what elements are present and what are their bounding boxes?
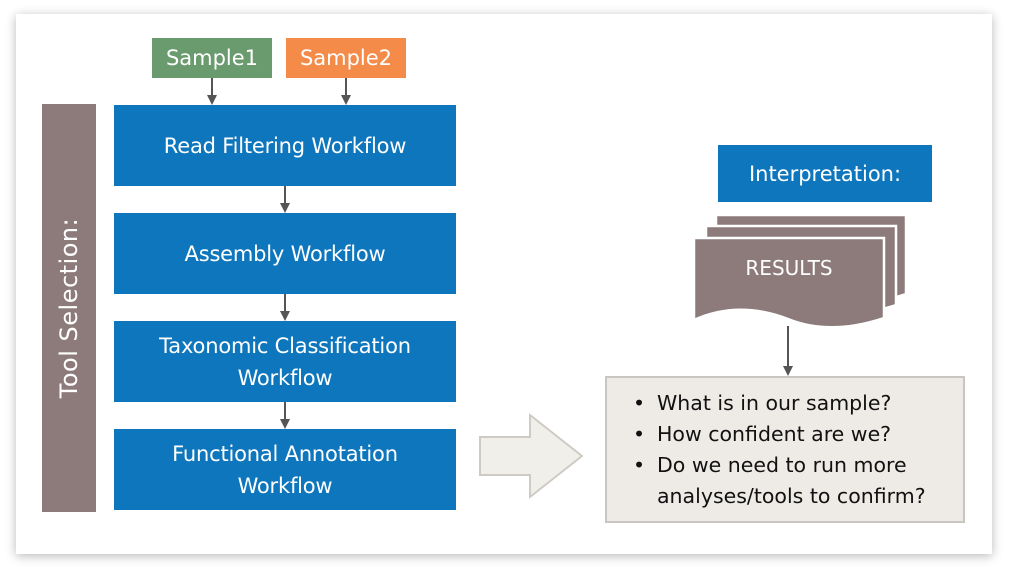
flow-to-interpretation-arrow xyxy=(479,412,584,500)
question-text: What is in our sample? xyxy=(657,391,892,415)
questions-list: • What is in our sample? • How confident… xyxy=(633,388,953,512)
interpretation-label: Interpretation: xyxy=(748,161,902,186)
sample1-box: Sample1 xyxy=(152,38,272,78)
functional-annotation-workflow-label: Functional Annotation Workflow xyxy=(172,441,398,498)
question-item: • What is in our sample? xyxy=(633,388,953,419)
bullet-icon: • xyxy=(633,453,646,477)
taxonomic-classification-workflow-label: Taxonomic Classification Workflow xyxy=(159,333,411,390)
taxonomic-classification-workflow-box: Taxonomic Classification Workflow xyxy=(114,321,456,402)
sample1-label: Sample1 xyxy=(165,46,259,70)
question-item: • Do we need to run more analyses/tools … xyxy=(633,450,953,512)
question-item: • How confident are we? xyxy=(633,419,953,450)
assembly-workflow-label: Assembly Workflow xyxy=(184,241,386,266)
question-text: Do we need to run more analyses/tools to… xyxy=(657,453,926,508)
tool-selection-bar xyxy=(42,104,96,512)
question-text: How confident are we? xyxy=(657,422,892,446)
assembly-workflow-box: Assembly Workflow xyxy=(114,213,456,294)
results-document-stack xyxy=(692,213,908,329)
interpretation-box: Interpretation: xyxy=(718,145,932,202)
results-label: RESULTS xyxy=(745,256,833,280)
read-filtering-workflow-label: Read Filtering Workflow xyxy=(163,133,407,158)
sample2-box: Sample2 xyxy=(286,38,406,78)
bullet-icon: • xyxy=(633,422,646,446)
questions-box: • What is in our sample? • How confident… xyxy=(605,376,965,523)
functional-annotation-workflow-box: Functional Annotation Workflow xyxy=(114,429,456,510)
sample2-label: Sample2 xyxy=(299,46,393,70)
read-filtering-workflow-box: Read Filtering Workflow xyxy=(114,105,456,186)
bullet-icon: • xyxy=(633,391,646,415)
